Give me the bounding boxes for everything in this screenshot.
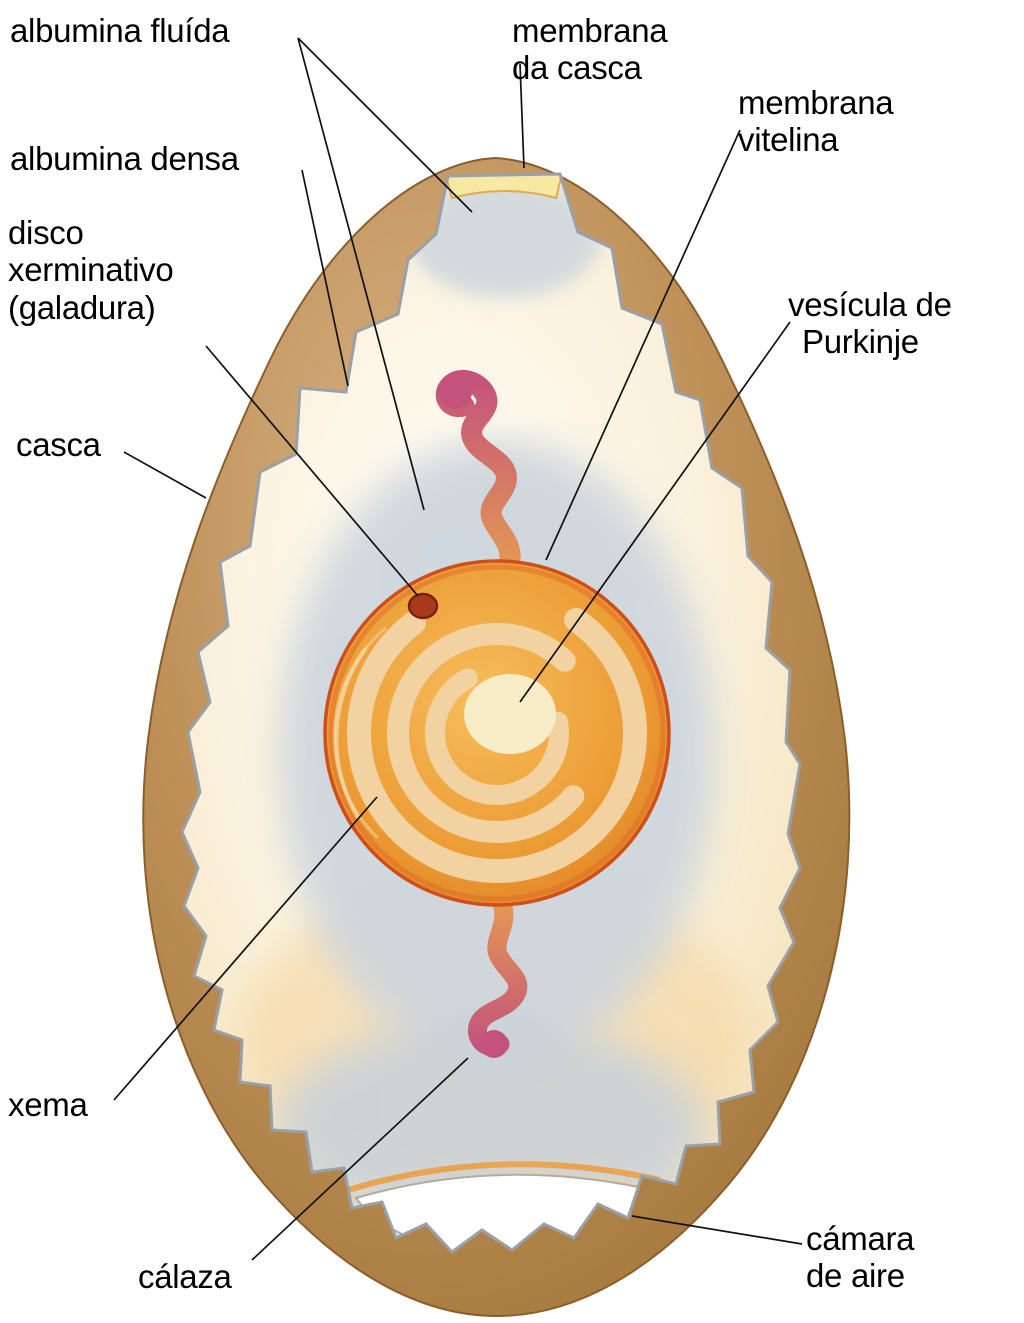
leader-albumina-densa [301, 169, 349, 387]
chalaza-bottom [468, 888, 528, 1057]
chalaza-bottom-knot [480, 1030, 508, 1058]
leader-albumina-fluida-2 [297, 37, 425, 511]
yolk-ring-inner [425, 661, 569, 805]
fluid-albumin-top [410, 178, 600, 298]
label-membrana-da-casca: membrana da casca [512, 12, 668, 87]
cutaway-edge [180, 172, 802, 1254]
chalaza-top-knot [438, 375, 472, 409]
leader-camara-de-aire [631, 1215, 803, 1245]
label-xema: xema [8, 1086, 88, 1123]
label-membrana-vitelina: membrana vitelina [738, 84, 894, 159]
label-casca: casca [16, 426, 101, 463]
label-vesicula-purkinje: vesícula de Purkinje [788, 286, 952, 361]
label-disco-xerminativo: disco xerminativo (galadura) [8, 214, 174, 326]
label-albumina-fluida: albumina fluída [10, 12, 230, 49]
leader-casca [123, 451, 207, 499]
yolk-ring-outer [347, 583, 647, 883]
label-camara-de-aire: cámara de aire [806, 1220, 915, 1295]
leader-albumina-fluida-1 [297, 37, 473, 213]
yolk [323, 559, 671, 907]
leader-xema [113, 796, 378, 1101]
leader-disco-xerminativo [205, 345, 419, 597]
leader-membrana-da-casca [519, 63, 525, 169]
yolk-striation [332, 626, 387, 840]
leader-vesicula-purkinje [519, 321, 791, 703]
label-calaza: cálaza [138, 1258, 232, 1295]
germinal-disc [407, 592, 439, 620]
leader-calaza [251, 1057, 469, 1261]
leader-membrana-vitelina [545, 129, 741, 561]
yolk-center-purkinje-vesicle [464, 674, 556, 754]
leader-lines [113, 37, 803, 1261]
yolk-ring-middle [387, 623, 607, 843]
air-chamber-membrane [347, 1161, 661, 1193]
label-albumina-densa: albumina densa [10, 140, 239, 177]
